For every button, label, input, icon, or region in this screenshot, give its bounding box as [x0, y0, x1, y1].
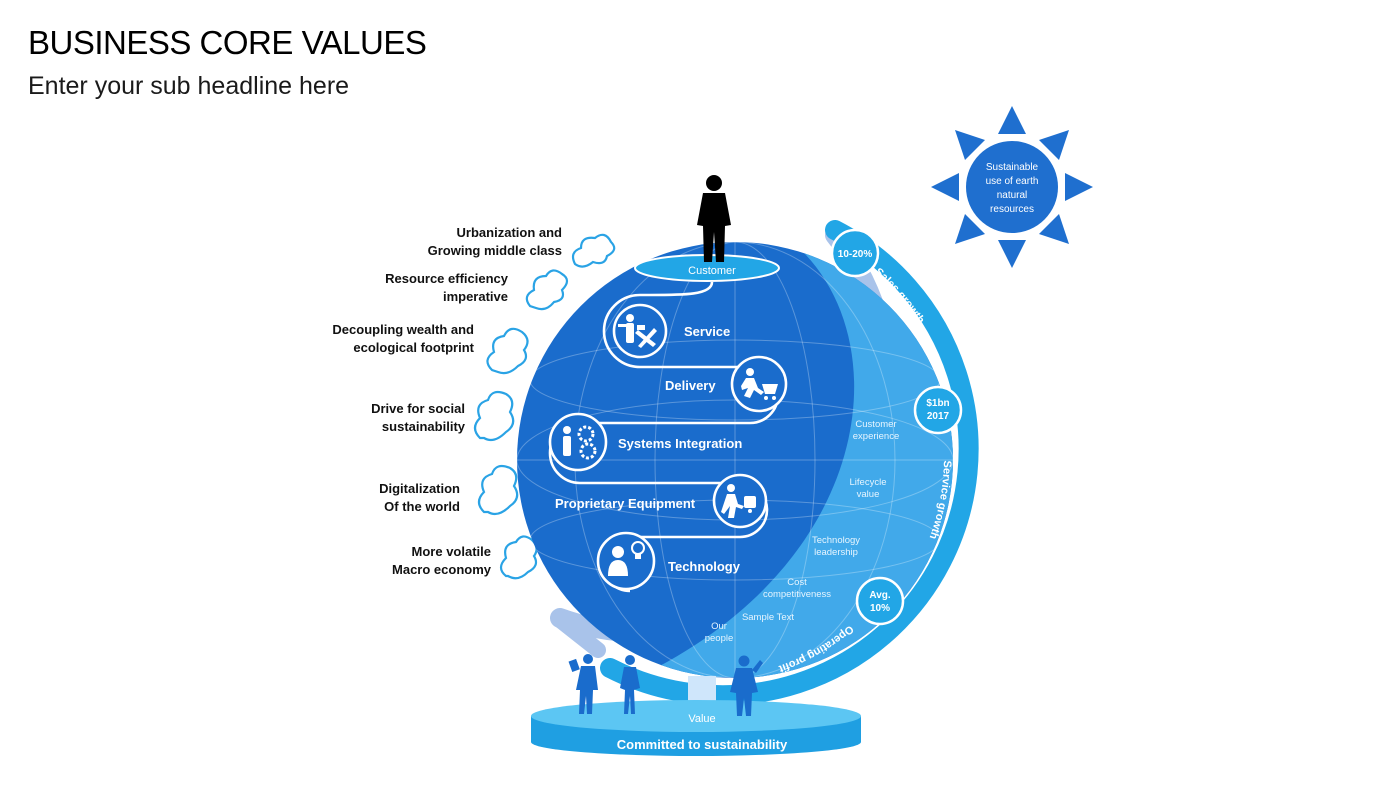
badge-sales-growth: 10-20%: [830, 228, 880, 278]
trend-label-social-sustainability: Drive for social sustainability: [371, 401, 465, 434]
step-delivery: [730, 355, 788, 413]
technology-idea-icon: [608, 541, 645, 576]
step-proprietary-equipment-label: Proprietary Equipment: [555, 496, 696, 511]
step-technology: [596, 531, 656, 591]
side-label-cost-competitiveness: Cost: [787, 577, 807, 588]
step-technology-label: Technology: [668, 559, 741, 574]
side-label-our-people: people: [705, 633, 734, 644]
sun-icon: [931, 106, 1093, 268]
base-footer-label: Committed to sustainability: [617, 737, 788, 752]
side-label-our-people: Our: [711, 621, 727, 632]
step-service: [612, 303, 668, 359]
step-systems-integration: [548, 412, 608, 472]
trend-clouds: [473, 233, 616, 580]
globe-axis-bottom: [552, 612, 606, 658]
badge-operating-profit: Avg. 10%: [855, 576, 905, 626]
badge-service-growth-value: $1bn: [926, 398, 949, 409]
person-icon: [730, 655, 763, 716]
trend-label-resource-efficiency: Resource efficiency imperative: [385, 271, 508, 304]
globe-base: [531, 700, 861, 756]
page-title: BUSINESS CORE VALUES: [28, 24, 427, 61]
people-silhouettes: [568, 654, 763, 716]
badge-sales-growth-value: 10-20%: [838, 249, 873, 260]
side-label-cost-competitiveness: competitiveness: [763, 589, 831, 600]
service-tools-icon: [618, 314, 657, 348]
side-label-technology-leadership: Technology: [812, 535, 860, 546]
equipment-trolley-icon: [721, 484, 756, 518]
sun-text-line: natural: [997, 190, 1028, 201]
trend-label-volatile-economy: More volatile Macro economy: [392, 544, 491, 577]
trend-label-digitalization: Digitalization Of the world: [379, 481, 460, 514]
badge-service-growth-year: 2017: [927, 411, 950, 422]
businessman-icon: [697, 175, 731, 262]
top-platform-label: Customer: [688, 265, 736, 277]
trend-label-decoupling-wealth: Decoupling wealth and ecological footpri…: [332, 322, 474, 355]
side-label-lifecycle-value: Lifecycle: [850, 477, 887, 488]
cloud-icon: [473, 390, 515, 442]
step-delivery-label: Delivery: [665, 378, 716, 393]
side-label-customer-experience: experience: [853, 431, 899, 442]
person-icon: [620, 655, 640, 714]
cloud-icon: [486, 327, 529, 375]
base-value-label: Value: [688, 713, 715, 725]
step-proprietary-equipment: [712, 473, 768, 529]
side-label-lifecycle-value: value: [857, 489, 880, 500]
badge-operating-profit-label: Avg.: [869, 590, 891, 601]
badge-operating-profit-value: 10%: [870, 603, 890, 614]
page-subtitle: Enter your sub headline here: [28, 72, 350, 100]
sun-text-line: use of earth: [986, 176, 1039, 187]
delivery-cart-icon: [741, 368, 778, 400]
cloud-icon: [525, 269, 569, 311]
step-service-label: Service: [684, 324, 730, 339]
cloud-icon: [499, 535, 538, 580]
globe-shade-right: [640, 242, 953, 678]
cloud-icon: [571, 233, 616, 268]
cloud-icon: [477, 464, 519, 516]
sun-text-line: resources: [990, 204, 1034, 215]
person-icon: [568, 654, 598, 714]
sun-text-line: Sustainable: [986, 162, 1039, 173]
side-label-customer-experience: Customer: [855, 419, 896, 430]
trend-label-urbanization: Urbanization and Growing middle class: [427, 225, 562, 258]
step-systems-integration-label: Systems Integration: [618, 436, 742, 451]
side-label-sample-text: Sample Text: [742, 612, 794, 623]
badge-service-growth: $1bn 2017: [913, 385, 963, 435]
side-label-technology-leadership: leadership: [814, 547, 858, 558]
growth-ring: [600, 220, 979, 706]
systems-gears-icon: [563, 425, 597, 460]
